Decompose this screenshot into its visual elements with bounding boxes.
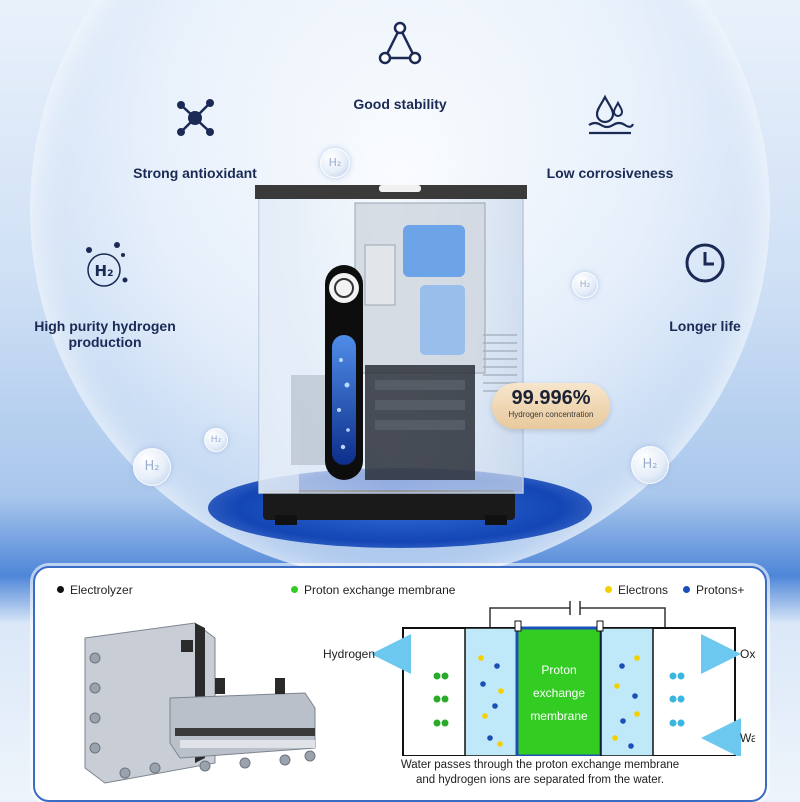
water-input-label: Water [740,731,755,745]
triangle-network-icon [378,21,422,65]
feature-label: Low corrosiveness [546,165,674,181]
legend-membrane: Proton exchange membrane [291,583,455,597]
feature-label-line2: production [68,334,142,350]
h2-bubble: H₂ [572,272,598,298]
h2-symbol: H₂ [94,262,113,280]
legend-dot [291,586,298,593]
water-drops-icon [588,94,635,135]
legend-electrons: Electrons [605,583,668,597]
concentration-badge: 99.996% Hydrogen concentration [492,383,610,429]
h2-bubble: H₂ [204,428,228,452]
feature-label: Longer life [669,318,741,334]
feature-longer-life: Longer life [640,240,770,334]
h2-bubble: H₂ [320,148,350,178]
molecule-icon [177,99,214,136]
pem-explanation-panel: Electrolyzer Proton exchange membrane El… [33,566,767,802]
electrolyzer-stack-illustration [84,622,316,784]
pem-cell-diagram: Proton exchange membrane [323,601,755,756]
legend-dot [683,586,690,593]
feature-label: Strong antioxidant [133,165,257,181]
feature-label: Good stability [353,96,447,112]
oxygen-output-label: Oxygen [740,647,755,661]
feature-label-line1: High purity hydrogen [34,318,176,334]
legend-dot [57,586,64,593]
feature-low-corrosiveness: Low corrosiveness [540,93,680,181]
feature-good-stability: Good stability [330,20,470,112]
h2-molecule-icon: H₂ [75,240,135,292]
pem-caption: Water passes through the proton exchange… [400,759,680,786]
concentration-label: Hydrogen concentration [508,410,594,419]
concentration-value: 99.996% [511,387,591,409]
feature-strong-antioxidant: Strong antioxidant [120,95,270,181]
legend-electrolyzer: Electrolyzer [57,583,133,597]
membrane-label-line1: Proton [541,663,576,677]
membrane-label-line3: membrane [530,709,588,723]
clock-icon [685,243,725,283]
hydrogen-generator-illustration [255,185,527,525]
h2-bubble: H₂ [133,448,171,486]
membrane-label-line2: exchange [533,686,585,700]
legend-dot [605,586,612,593]
legend-protons: Protons+ [683,583,744,597]
hydrogen-output-label: Hydrogen [323,647,375,661]
h2-bubble: H₂ [631,446,669,484]
feature-high-purity: H₂ High purity hydrogen production [25,240,185,350]
